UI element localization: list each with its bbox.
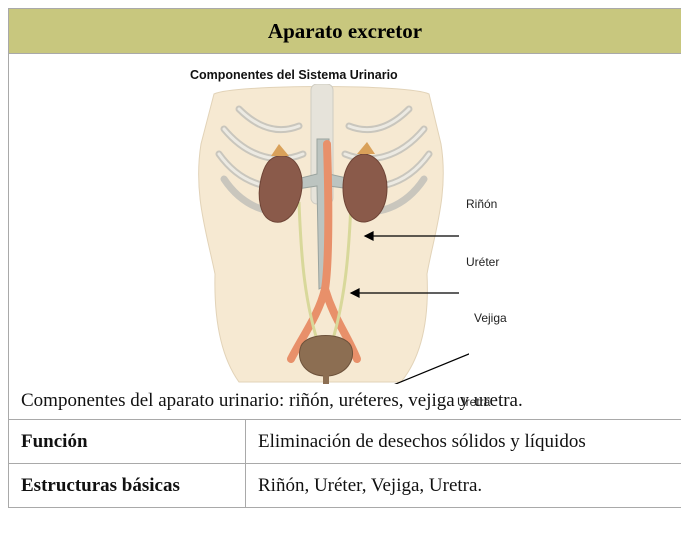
infobox-title-text: Aparato excretor	[268, 19, 422, 44]
urinary-system-illustration	[179, 84, 469, 384]
row-label: Estructuras básicas	[9, 464, 246, 507]
infobox-title: Aparato excretor	[9, 9, 681, 54]
figure: Componentes del Sistema Urinario	[9, 54, 681, 383]
infobox: Aparato excretor Componentes del Sistema…	[8, 8, 681, 508]
figure-title: Componentes del Sistema Urinario	[190, 68, 398, 82]
figure-caption: Componentes del aparato urinario: riñón,…	[9, 383, 681, 420]
label-urethra: Uretra	[457, 395, 490, 409]
label-ureter: Uréter	[466, 255, 499, 269]
kidney-right	[343, 154, 387, 222]
bladder	[299, 336, 352, 377]
row-label: Función	[9, 420, 246, 463]
row-value: Eliminación de desechos sólidos y líquid…	[246, 420, 681, 463]
infobox-row-function: Función Eliminación de desechos sólidos …	[9, 420, 681, 464]
row-value: Riñón, Uréter, Vejiga, Uretra.	[246, 464, 681, 507]
label-kidney: Riñón	[466, 197, 497, 211]
infobox-row-structures: Estructuras básicas Riñón, Uréter, Vejig…	[9, 464, 681, 507]
label-bladder: Vejiga	[474, 311, 507, 325]
